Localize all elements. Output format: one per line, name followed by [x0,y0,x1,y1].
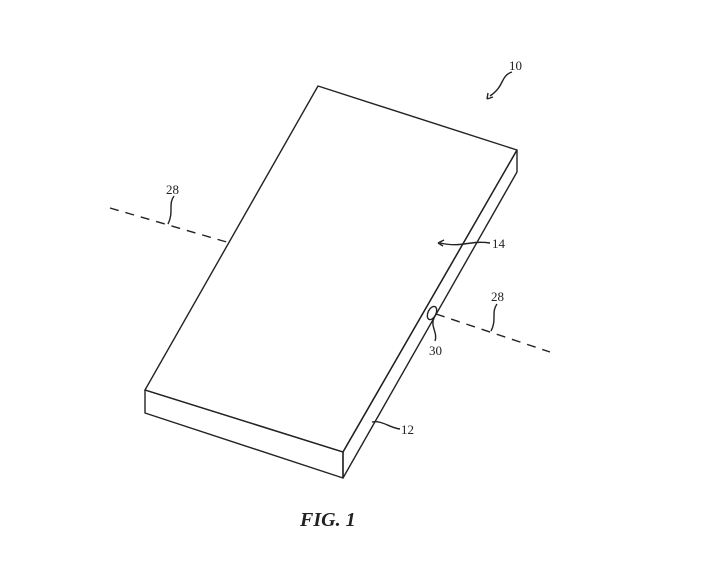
label-10: 10 [509,58,522,73]
leader-30 [432,317,437,342]
arrowhead-10 [486,92,494,100]
rotation-axis-left [109,207,231,244]
leader-28-left [167,195,175,225]
leader-14 [439,241,491,246]
label-28-left: 28 [166,182,179,197]
label-12: 12 [401,422,414,437]
figure-caption: FIG. 1 [299,509,356,531]
rotation-axis-right [435,313,551,353]
label-14: 14 [492,236,506,251]
leader-12 [371,420,401,430]
housing-side-face [342,149,518,479]
label-30: 30 [429,343,442,358]
label-28-right: 28 [491,289,504,304]
component-oval [426,305,438,321]
arrowhead-14 [437,239,445,247]
leader-28-right [490,303,498,332]
leader-10 [489,71,513,97]
